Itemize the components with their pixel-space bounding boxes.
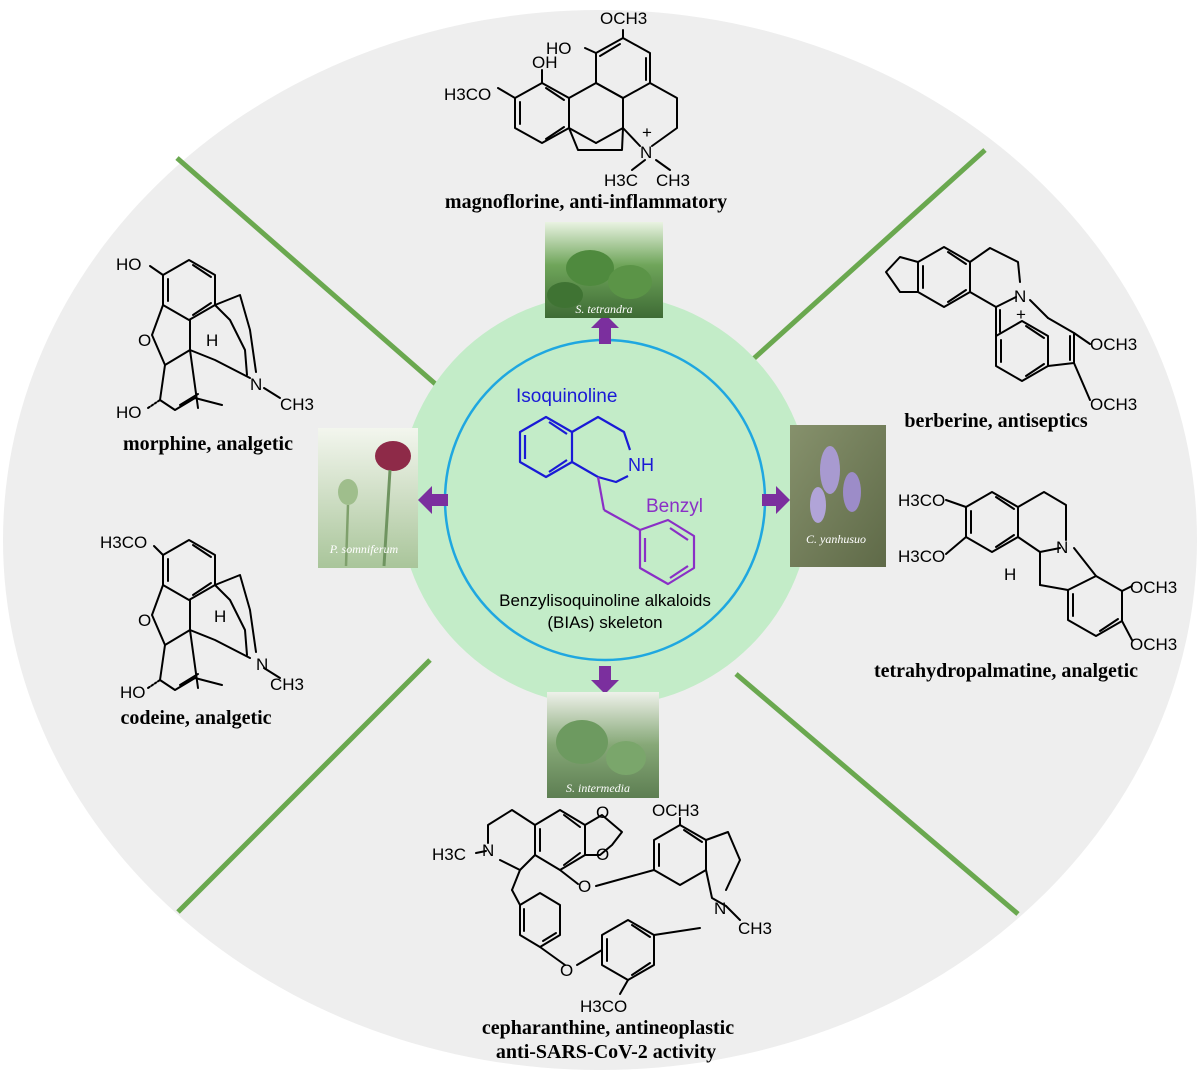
divider-top-right	[748, 148, 987, 364]
nh-label: NH	[628, 455, 654, 475]
cepharanthine-n-right: N	[714, 899, 726, 918]
thp-h3co-a: H3CO	[898, 491, 945, 510]
skeleton-label-line2: (BIAs) skeleton	[547, 613, 662, 632]
cepharanthine-o-3: O	[578, 877, 591, 896]
arrow-down	[591, 666, 619, 694]
plant-label-left: P. somniferum	[329, 542, 399, 556]
plant-photo-top: S. tetrandra	[545, 222, 663, 318]
thp-och3-a: OCH3	[1130, 578, 1177, 597]
magnoflorine-ho: HO	[546, 39, 572, 58]
magnoflorine-caption: magnoflorine, anti-inflammatory	[445, 191, 727, 213]
magnoflorine-oh: OH	[532, 53, 558, 72]
morphine-h: H	[206, 331, 218, 350]
morphine-ch3: CH3	[280, 395, 314, 414]
thp-h3co-b: H3CO	[898, 547, 945, 566]
isoquinoline-label: Isoquinoline	[516, 386, 617, 407]
berberine-och3-a: OCH3	[1090, 335, 1137, 354]
arrow-up	[591, 314, 619, 344]
berberine-plus: +	[1016, 305, 1026, 324]
codeine-h3co: H3CO	[100, 533, 147, 552]
codeine-ch3: CH3	[270, 675, 304, 694]
bia-skeleton-structure: Isoquinoline NH Benzyl Benzylisoquinolin…	[499, 386, 711, 632]
plant-photo-bottom: S. intermedia	[547, 692, 659, 798]
cepharanthine-o-2: O	[596, 845, 609, 864]
magnoflorine-structure: OCH3 HO OH H3CO N + H3C CH3	[444, 9, 690, 190]
arrow-left	[418, 486, 448, 514]
divider-bottom-left	[176, 658, 432, 914]
cepharanthine-o-4: O	[560, 961, 573, 980]
morphine-ho-bottom: HO	[116, 403, 142, 422]
plant-label-right: C. yanhusuo	[806, 532, 866, 546]
cepharanthine-h3c: H3C	[432, 845, 466, 864]
thp-n: N	[1056, 538, 1068, 557]
cepharanthine-caption-line2: anti-SARS-CoV-2 activity	[496, 1041, 716, 1063]
magnoflorine-och3: OCH3	[600, 9, 647, 28]
morphine-caption: morphine, analgetic	[123, 433, 293, 455]
plant-photo-right: C. yanhusuo	[790, 425, 886, 567]
morphine-o: O	[138, 331, 151, 350]
codeine-caption: codeine, analgetic	[120, 707, 271, 729]
cepharanthine-h3co: H3CO	[580, 997, 627, 1016]
cepharanthine-ch3: CH3	[738, 919, 772, 938]
tetrahydropalmatine-caption: tetrahydropalmatine, analgetic	[874, 660, 1138, 682]
magnoflorine-n: N	[640, 143, 652, 162]
plant-label-bottom: S. intermedia	[566, 781, 630, 795]
cepharanthine-n-left: N	[482, 841, 494, 860]
center-disc	[399, 294, 811, 706]
magnoflorine-h3co: H3CO	[444, 85, 491, 104]
magnoflorine-plus: +	[642, 123, 652, 142]
arrows	[418, 314, 790, 694]
berberine-structure: N + OCH3 OCH3	[885, 246, 1137, 414]
thp-h: H	[1004, 565, 1016, 584]
codeine-o: O	[138, 611, 151, 630]
divider-bottom-right	[734, 672, 1020, 916]
tetrahydropalmatine-structure: H3CO H3CO H N OCH3 OCH3	[898, 491, 1177, 654]
cepharanthine-och3: OCH3	[652, 801, 699, 820]
magnoflorine-h3c: H3C	[604, 171, 638, 190]
codeine-h: H	[214, 607, 226, 626]
codeine-structure: H3CO O H N CH3 HO	[100, 533, 304, 702]
skeleton-label-line1: Benzylisoquinoline alkaloids	[499, 591, 711, 610]
cepharanthine-structure: H3C N O O O OCH3 N CH3 O H3CO	[432, 801, 772, 1016]
divider-top-left	[175, 156, 442, 390]
berberine-n: N	[1014, 287, 1026, 306]
codeine-ho: HO	[120, 683, 146, 702]
magnoflorine-ch3: CH3	[656, 171, 690, 190]
cepharanthine-caption-line1: cepharanthine, antineoplastic	[482, 1017, 734, 1039]
berberine-caption: berberine, antiseptics	[904, 410, 1088, 432]
morphine-structure: HO O H N CH3 HO	[116, 255, 314, 422]
berberine-och3-b: OCH3	[1090, 395, 1137, 414]
arrow-right	[762, 486, 790, 514]
benzyl-label: Benzyl	[646, 496, 703, 517]
morphine-n: N	[250, 375, 262, 394]
plant-photo-left: P. somniferum	[318, 428, 418, 568]
plant-label-top: S. tetrandra	[575, 302, 632, 316]
codeine-n: N	[256, 655, 268, 674]
thp-och3-b: OCH3	[1130, 635, 1177, 654]
morphine-ho-top: HO	[116, 255, 142, 274]
cepharanthine-o-1: O	[596, 803, 609, 822]
